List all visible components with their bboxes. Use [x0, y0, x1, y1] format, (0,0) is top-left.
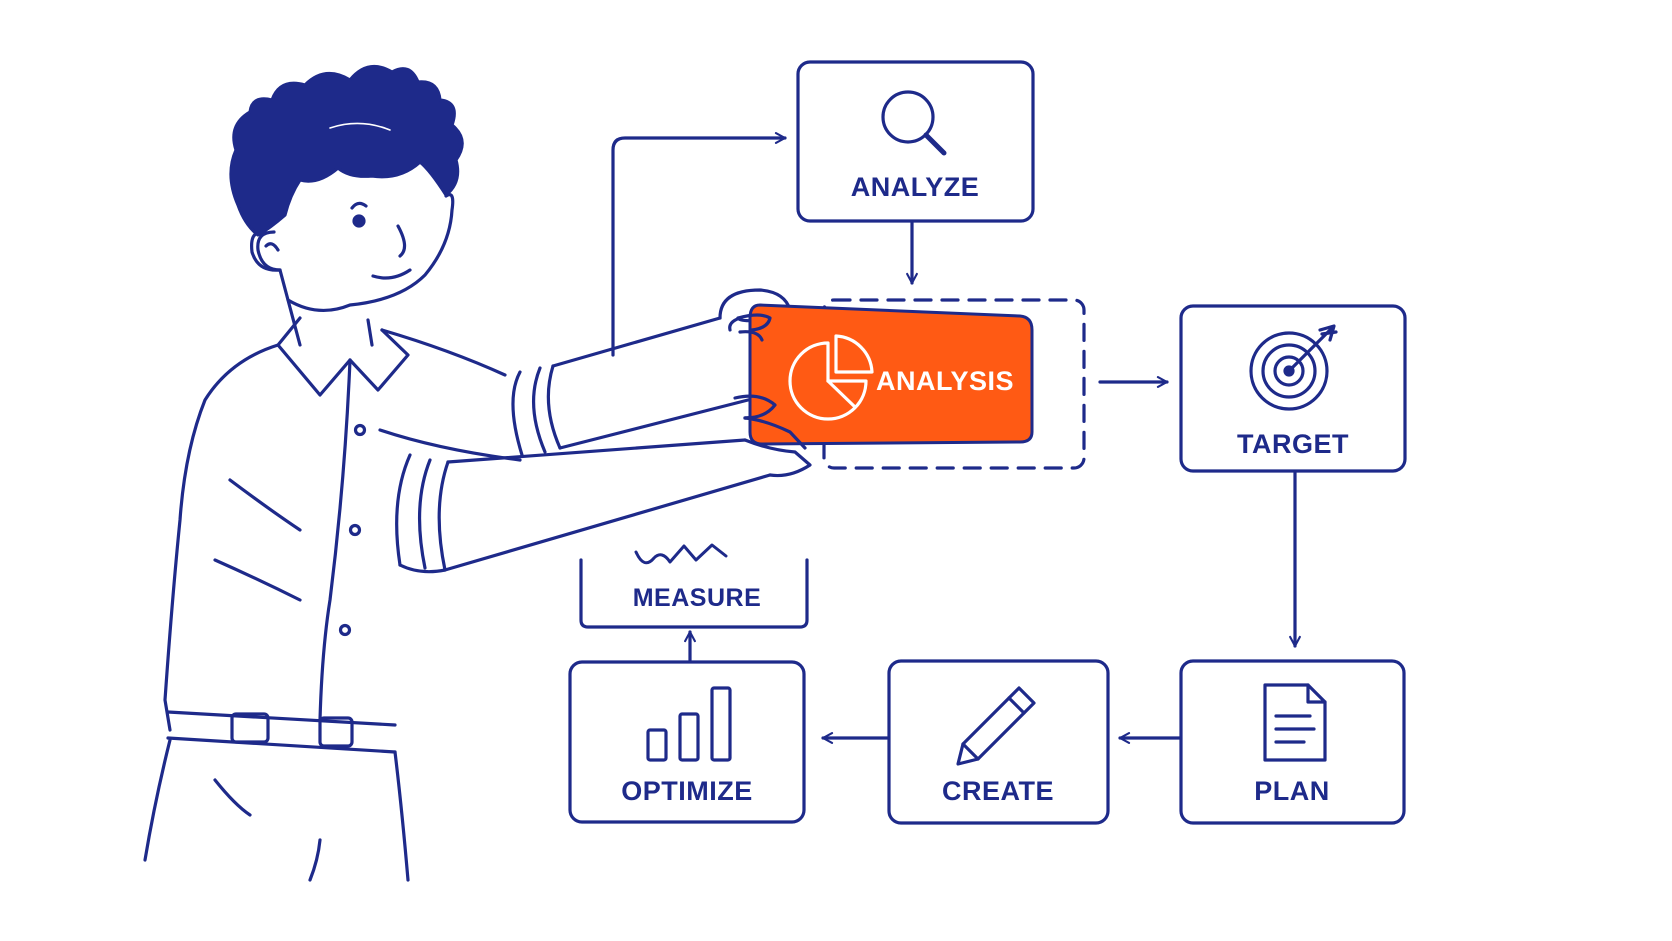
- document-icon: [1263, 683, 1327, 762]
- pie-chart-icon: [788, 334, 874, 421]
- arrow-measure-to-analyze: [611, 132, 787, 357]
- person-figure: [143, 64, 812, 882]
- line-chart-icon: [634, 543, 728, 565]
- analyze-label: ANALYZE: [851, 172, 980, 202]
- optimize-label: OPTIMIZE: [621, 776, 753, 806]
- node-analysis[interactable]: [733, 303, 1034, 450]
- connectors: [611, 132, 1301, 744]
- analysis-card[interactable]: [748, 303, 1034, 446]
- node-target[interactable]: [1179, 304, 1407, 473]
- target-icon: [1249, 324, 1338, 411]
- node-optimize[interactable]: [568, 660, 806, 824]
- bar-chart-icon: [646, 686, 732, 762]
- analysis-label: ANALYSIS: [876, 366, 1014, 396]
- node-analysis-placeholder: [822, 298, 1086, 470]
- labels: ANALYZE ANALYSIS TARGET PLAN CREATE OPTI…: [621, 172, 1349, 806]
- magnifier-icon: [881, 90, 947, 156]
- node-measure[interactable]: [579, 543, 809, 629]
- node-analyze[interactable]: [796, 60, 1035, 223]
- node-create[interactable]: [887, 659, 1110, 825]
- node-plan[interactable]: [1179, 659, 1406, 825]
- plan-label: PLAN: [1254, 776, 1330, 806]
- measure-label: MEASURE: [633, 584, 762, 612]
- target-label: TARGET: [1237, 429, 1349, 459]
- hair: [229, 64, 464, 237]
- pencil-icon: [956, 686, 1036, 766]
- create-label: CREATE: [942, 776, 1054, 806]
